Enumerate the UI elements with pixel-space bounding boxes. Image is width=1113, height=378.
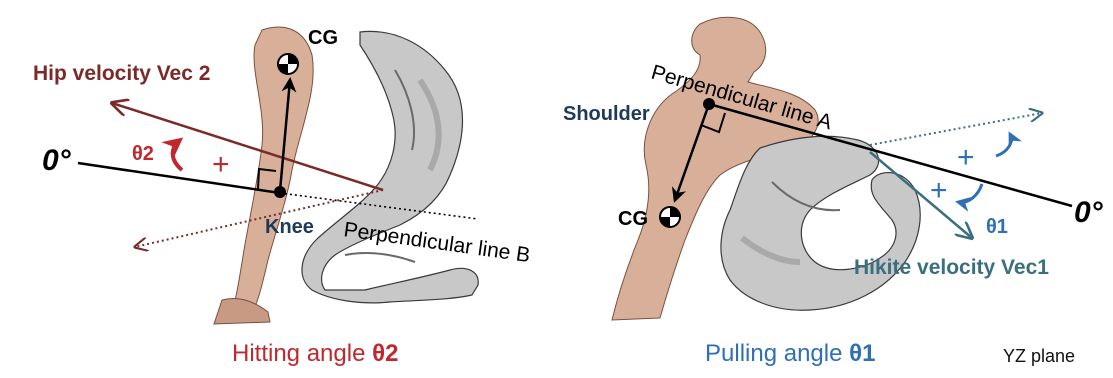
- perpendicular-line-b-label: Perpendicular line B: [342, 218, 531, 267]
- theta2-rotation-arrow: [173, 140, 182, 170]
- zero-degree-label-right: 0°: [1074, 196, 1104, 229]
- hip-velocity-label: Hip velocity Vec 2: [33, 62, 210, 85]
- pulling-angle-caption-text: Pulling angle: [705, 340, 849, 367]
- right-panel: Perpendicular line A Shoulder CG + + θ1 …: [563, 17, 1104, 320]
- theta1-label: θ1: [986, 216, 1008, 238]
- knee-label: Knee: [265, 216, 314, 238]
- hitting-angle-caption-symbol: θ2: [372, 340, 398, 367]
- plus-sign-upper-right: +: [957, 141, 975, 174]
- cg-label-left: CG: [308, 27, 338, 49]
- plus-sign-lower-right: +: [930, 174, 948, 207]
- hikite-velocity-label: Hikite velocity Vec1: [854, 256, 1049, 279]
- cg-label-right: CG: [618, 208, 648, 230]
- knee-point: [274, 186, 286, 198]
- theta2-label: θ2: [132, 143, 154, 165]
- cg-symbol-right: [660, 207, 680, 227]
- yz-plane-label: YZ plane: [1003, 346, 1075, 367]
- shoulder-label: Shoulder: [563, 103, 650, 125]
- left-panel: CG Hip velocity Vec 2 0° θ2 + Knee Perpe…: [33, 27, 532, 324]
- pulling-angle-caption: Pulling angle θ1: [705, 340, 875, 368]
- theta1-rotation-arrow-upper: [996, 134, 1011, 156]
- mannequin-figure-left: [302, 31, 478, 302]
- zero-degree-label-left: 0°: [42, 144, 72, 177]
- hitting-angle-caption: Hitting angle θ2: [232, 340, 398, 368]
- theta1-rotation-arrow-lower: [958, 184, 982, 202]
- pulling-angle-caption-symbol: θ1: [849, 340, 875, 367]
- mannequin-figure-right: [721, 136, 920, 310]
- hitting-angle-caption-text: Hitting angle: [232, 340, 372, 367]
- hikite-velocity-dotted-vector: [870, 113, 1042, 145]
- plus-sign-left: +: [212, 148, 230, 181]
- cg-symbol-left: [278, 54, 298, 74]
